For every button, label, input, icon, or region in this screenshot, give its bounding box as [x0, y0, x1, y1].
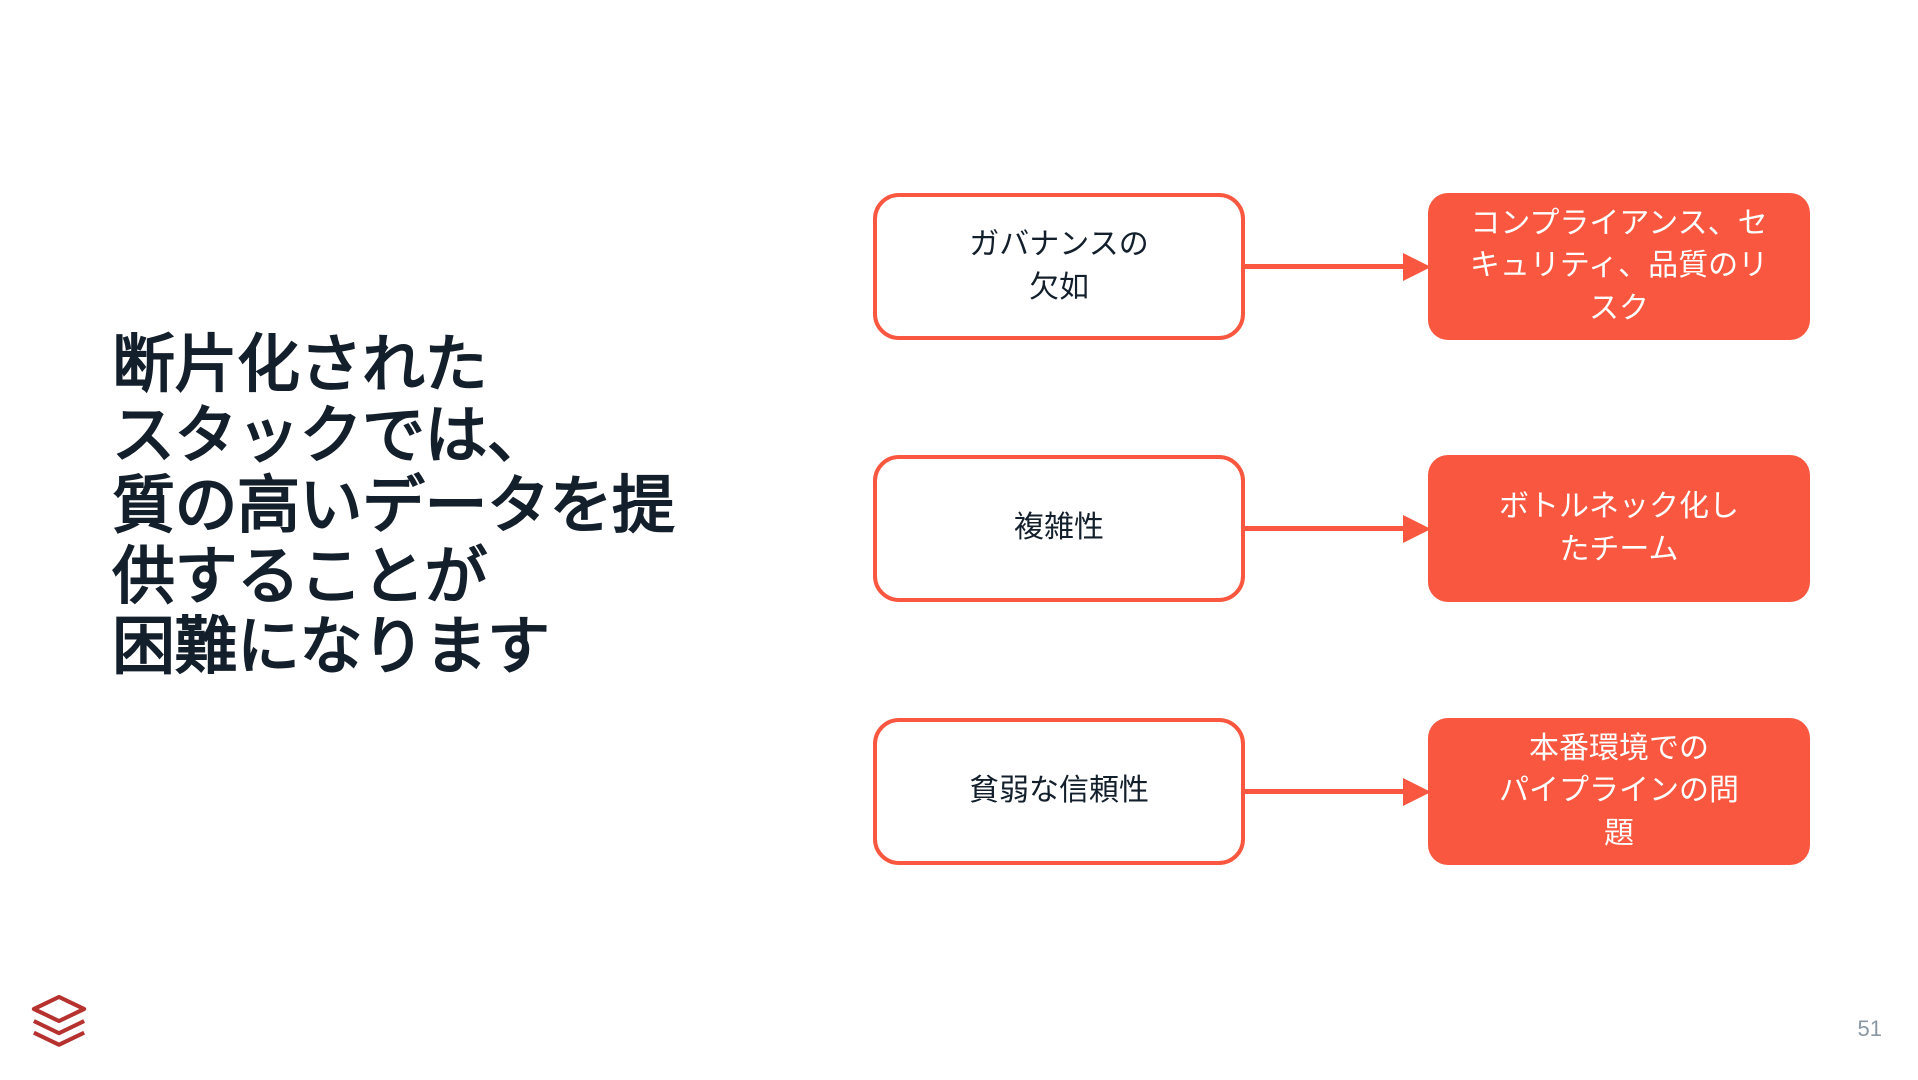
cause-box-governance[interactable]: ガバナンスの 欠如 — [873, 193, 1245, 340]
diagram-row: 複雑性 ボトルネック化し たチーム — [0, 455, 1918, 605]
arrow-shaft — [1243, 789, 1406, 794]
arrow-right-icon — [1243, 515, 1433, 543]
arrow-shaft — [1243, 526, 1406, 531]
arrow-right-icon — [1243, 253, 1433, 281]
arrow-shaft — [1243, 264, 1406, 269]
arrow-right-icon — [1243, 778, 1433, 806]
effect-box-compliance-risk[interactable]: コンプライアンス、セ キュリティ、品質のリ スク — [1428, 193, 1810, 340]
arrow-head — [1403, 515, 1431, 543]
arrow-head — [1403, 253, 1431, 281]
effect-box-production-pipeline-issues[interactable]: 本番環境での パイプラインの問 題 — [1428, 718, 1810, 865]
cause-box-complexity[interactable]: 複雑性 — [873, 455, 1245, 602]
arrow-head — [1403, 778, 1431, 806]
databricks-logo-icon — [30, 992, 88, 1054]
page-title: 断片化された スタックでは、 質の高いデータを提 供することが 困難になります — [112, 330, 675, 683]
effect-box-bottlenecked-teams[interactable]: ボトルネック化し たチーム — [1428, 455, 1810, 602]
page-number: 51 — [1857, 1016, 1882, 1041]
diagram-row: ガバナンスの 欠如 コンプライアンス、セ キュリティ、品質のリ スク — [0, 193, 1918, 343]
cause-box-poor-reliability[interactable]: 貧弱な信頼性 — [873, 718, 1245, 865]
diagram-row: 貧弱な信頼性 本番環境での パイプラインの問 題 — [0, 718, 1918, 868]
